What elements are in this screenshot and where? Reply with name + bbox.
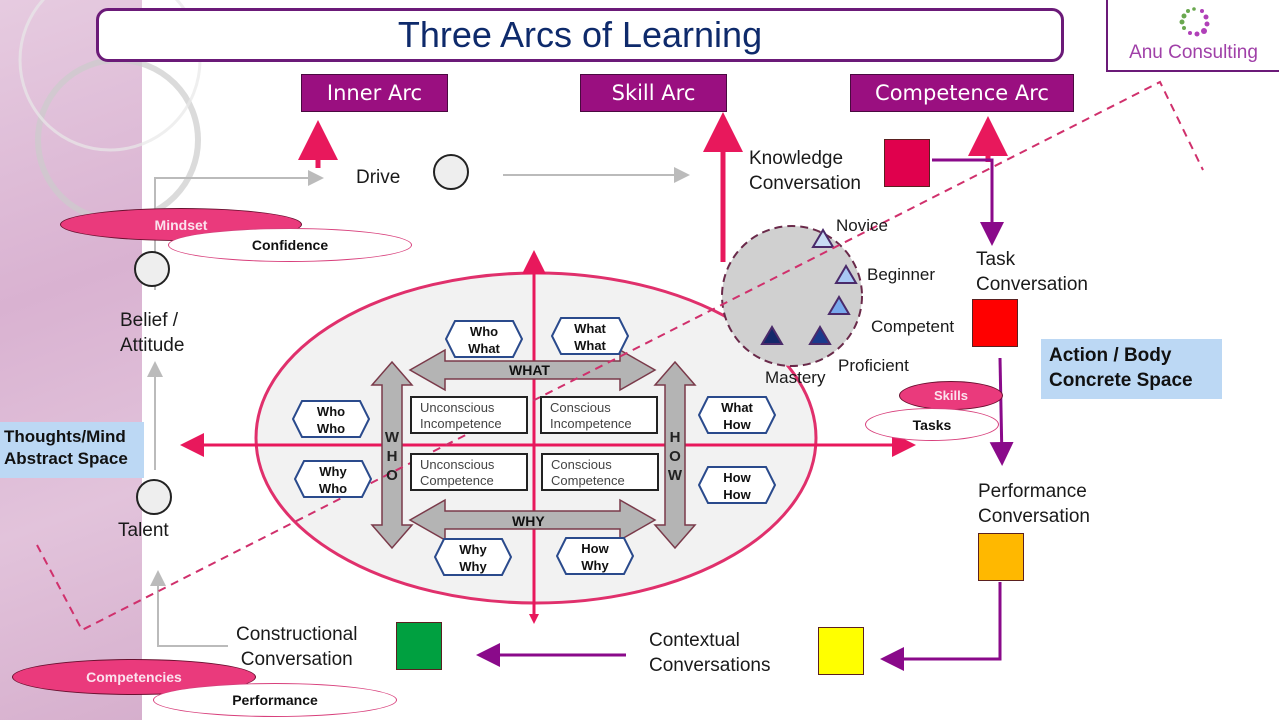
company-logo: Anu Consulting bbox=[1106, 0, 1279, 72]
confidence-ellipse: Confidence bbox=[168, 228, 412, 262]
why-arrow-label: WHY bbox=[512, 513, 545, 529]
inner-arc-label: Inner Arc bbox=[301, 74, 448, 112]
novice-label: Novice bbox=[836, 216, 888, 235]
space-boundary-line bbox=[36, 80, 1204, 632]
drive-circle-icon bbox=[433, 154, 469, 190]
decor-arc bbox=[35, 57, 201, 223]
decorative-background-strip bbox=[0, 0, 142, 720]
proficient-label: Proficient bbox=[838, 356, 909, 375]
tasks-ellipse: Tasks bbox=[865, 408, 999, 441]
skills-ellipse: Skills bbox=[899, 381, 1003, 410]
why-arrow bbox=[408, 498, 657, 542]
competence-arc-label: Competence Arc bbox=[850, 74, 1074, 112]
performance-ellipse: Performance bbox=[153, 683, 397, 717]
contextual-conversations-square bbox=[818, 627, 864, 675]
logo-name: Anu Consulting bbox=[1129, 42, 1258, 63]
talent-label: Talent bbox=[118, 520, 169, 541]
drive-label: Drive bbox=[356, 167, 401, 188]
who-arrow bbox=[370, 360, 414, 550]
knowledge-conversation-square bbox=[884, 139, 930, 187]
competent-label: Competent bbox=[871, 317, 955, 336]
mastery-label: Mastery bbox=[765, 368, 826, 387]
how-arrow bbox=[653, 360, 697, 550]
task-conversation-square bbox=[972, 299, 1018, 347]
what-arrow-label: WHAT bbox=[509, 362, 550, 378]
mastery-triangle-icon bbox=[760, 325, 784, 345]
novice-triangle-icon bbox=[811, 228, 835, 248]
page-title: Three Arcs of Learning bbox=[96, 8, 1064, 62]
performance-conversation-square bbox=[978, 533, 1024, 581]
beginner-label: Beginner bbox=[867, 265, 936, 284]
talent-circle-icon bbox=[136, 479, 172, 515]
belief-label: Belief /Attitude bbox=[120, 310, 185, 356]
skill-level-circle bbox=[721, 225, 863, 367]
what-arrow bbox=[408, 348, 657, 392]
skill-arc-label: Skill Arc bbox=[580, 74, 727, 112]
constructional-conversation-square bbox=[396, 622, 442, 670]
competent-triangle-icon bbox=[827, 295, 851, 315]
proficient-triangle-icon bbox=[808, 325, 832, 345]
beginner-triangle-icon bbox=[834, 264, 858, 284]
belief-circle-icon bbox=[134, 251, 170, 287]
dotted-circle-logo-icon bbox=[1179, 7, 1210, 37]
